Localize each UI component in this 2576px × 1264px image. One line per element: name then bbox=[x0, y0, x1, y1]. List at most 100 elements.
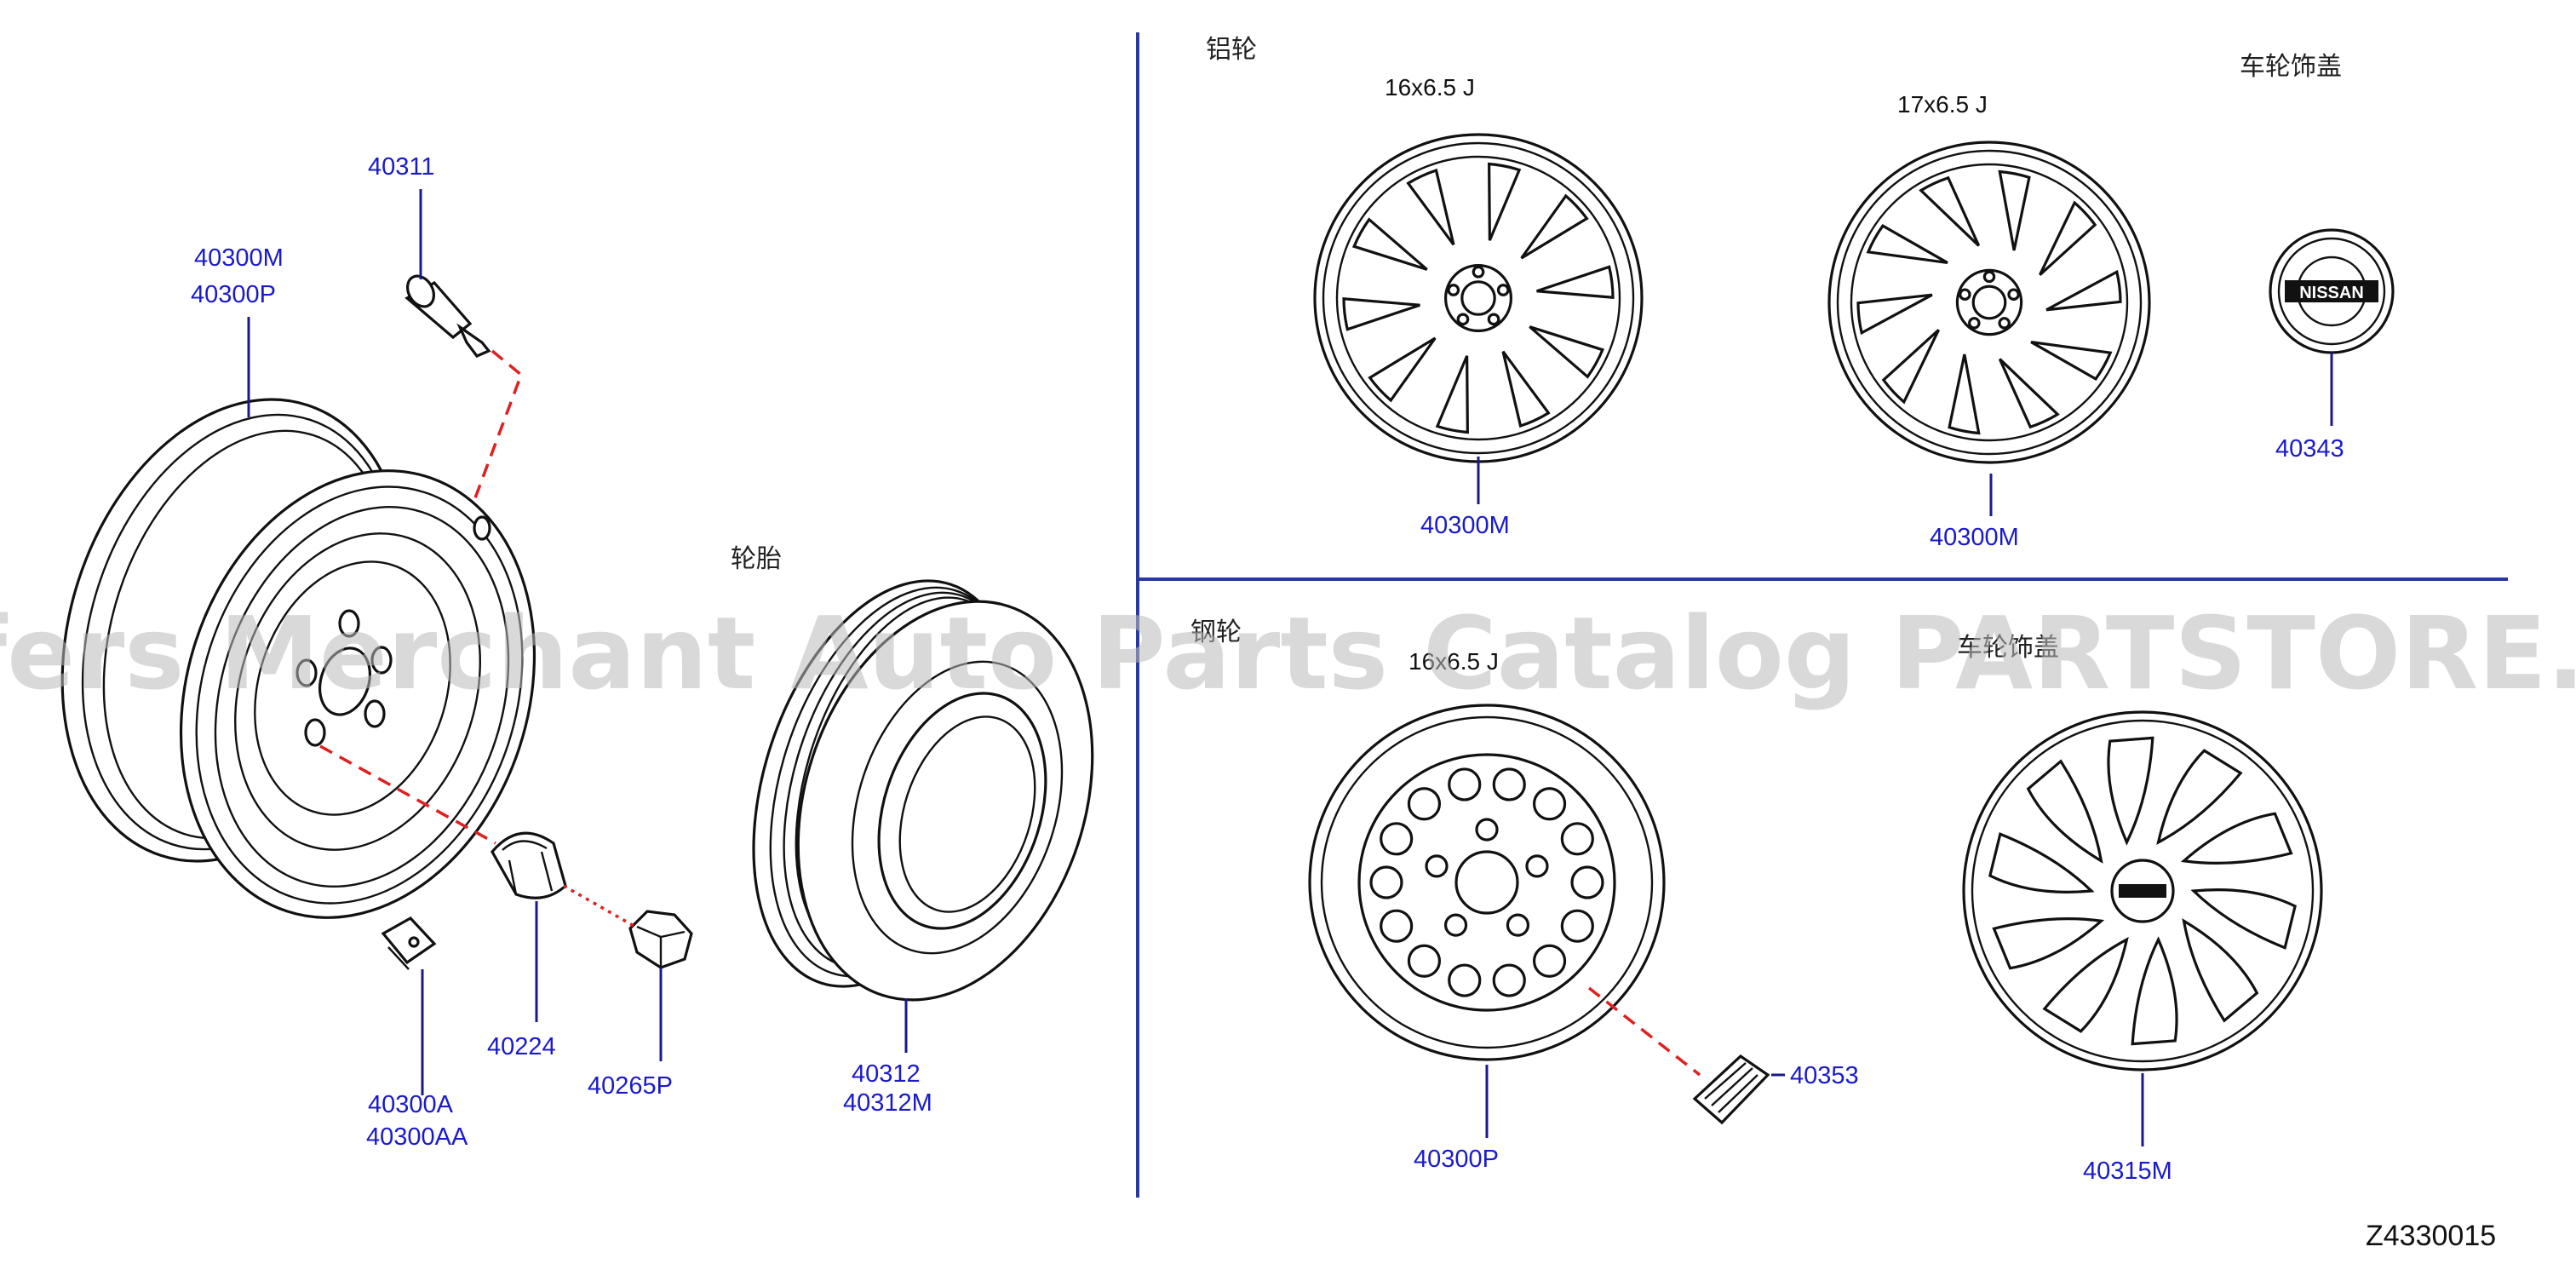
steel-wheel-weight-illustration[interactable] bbox=[1692, 1054, 1770, 1125]
wheel-cover-vane bbox=[2042, 937, 2129, 1033]
part-label-steel-wheel[interactable]: 40300P bbox=[1414, 1146, 1499, 1173]
wheel-spoke-window bbox=[1488, 162, 1522, 241]
valve-stem-illustration[interactable] bbox=[402, 272, 491, 358]
lug-nut-icon bbox=[1447, 284, 1460, 296]
part-label-tire[interactable]: 40312 bbox=[852, 1060, 921, 1088]
lug-nut-icon bbox=[1982, 270, 1996, 284]
section-label-steel-wheel-cover: 车轮饰盖 bbox=[1957, 633, 2059, 663]
part-label-valve[interactable]: 40311 bbox=[368, 153, 435, 181]
lug-nut-icon bbox=[1968, 317, 1981, 330]
wheel-spoke-window bbox=[2045, 269, 2122, 312]
wheel-spoke-window bbox=[1881, 329, 1940, 405]
part-label-center-cap[interactable]: 40343 bbox=[2275, 435, 2344, 463]
section-label-tire: 轮胎 bbox=[731, 544, 782, 574]
lug-nut-icon bbox=[1496, 284, 1510, 296]
wheel-cover-vane bbox=[2107, 736, 2154, 846]
part-label-weight-aa[interactable]: 40300AA bbox=[366, 1123, 468, 1151]
wheel-spoke-window bbox=[1948, 353, 1981, 435]
alloy-wheel-16-illustration[interactable] bbox=[1313, 133, 1644, 463]
lug-nut-icon bbox=[1959, 288, 1971, 301]
wheel-spoke-window bbox=[1856, 293, 1933, 336]
steel-wheel-vent-hole bbox=[1492, 963, 1526, 997]
section-label-alloy-wheel-cap: 车轮饰盖 bbox=[2240, 52, 2342, 82]
lug-nut-icon bbox=[1998, 317, 2011, 330]
wheel-spoke-window bbox=[1536, 265, 1615, 300]
size-label-alloy-16: 16x6.5 J bbox=[1385, 74, 1475, 101]
lug-nut-icon bbox=[1472, 265, 1485, 279]
steel-wheel-vent-hole bbox=[1380, 909, 1414, 943]
wheel-spoke-window bbox=[1435, 355, 1469, 434]
steel-wheel-vent-hole bbox=[1369, 865, 1403, 899]
lug-nut-icon bbox=[1443, 913, 1468, 937]
wheel-spoke-window bbox=[1406, 168, 1455, 246]
part-label-wheel-cover[interactable]: 40315M bbox=[2083, 1158, 2172, 1185]
part-label-cap-nut[interactable]: 40265P bbox=[588, 1072, 673, 1100]
part-label-alloy-17[interactable]: 40300M bbox=[1930, 524, 2019, 551]
part-label-alloy-16[interactable]: 40300M bbox=[1420, 512, 1510, 539]
wheel-spoke-window bbox=[1866, 223, 1948, 265]
wheel-cover-vane bbox=[2026, 759, 2103, 864]
wheel-spoke-window bbox=[1342, 296, 1420, 331]
steel-wheel-vent-hole bbox=[1570, 865, 1604, 899]
wheel-cover-vane bbox=[2131, 936, 2178, 1046]
cap-nut-guide-line bbox=[563, 884, 636, 928]
lug-nut-icon bbox=[1487, 313, 1500, 326]
wheel-cover-vane bbox=[2182, 918, 2259, 1023]
part-label-wheel-m[interactable]: 40300M bbox=[194, 244, 284, 272]
rim-illustration[interactable] bbox=[5, 354, 590, 963]
wheel-spoke-window bbox=[1529, 325, 1605, 379]
steel-wheel-vent-hole bbox=[1532, 944, 1567, 978]
wheel-spoke-window bbox=[1368, 336, 1437, 403]
steel-wheel-vent-hole bbox=[1407, 787, 1442, 821]
wheel-cover-illustration[interactable] bbox=[1962, 710, 2323, 1072]
alloy-wheel-17-illustration[interactable] bbox=[1827, 141, 2151, 464]
wheel-cover-vane bbox=[2180, 812, 2293, 865]
wheel-cover-vane bbox=[1988, 832, 2095, 893]
center-cap-illustration[interactable]: NISSAN bbox=[2269, 228, 2395, 354]
center-cap-badge: NISSAN bbox=[2299, 284, 2364, 302]
section-label-alloy-wheel: 铝轮 bbox=[1206, 35, 1257, 65]
lug-nut-icon bbox=[1475, 818, 1499, 842]
valve-guide-line bbox=[472, 349, 524, 503]
wheel-spoke-window bbox=[1520, 193, 1589, 260]
size-label-alloy-17: 17x6.5 J bbox=[1897, 91, 1988, 118]
cap-nut-illustration[interactable] bbox=[628, 910, 693, 969]
figure-id: Z4330015 bbox=[2366, 1220, 2496, 1252]
nut-guide-line bbox=[319, 744, 496, 845]
lug-nut-icon bbox=[2007, 288, 2020, 301]
part-label-nut[interactable]: 40224 bbox=[487, 1033, 556, 1060]
wheel-weight-illustration[interactable] bbox=[381, 916, 437, 970]
part-label-steel-weight[interactable]: 40353 bbox=[1790, 1062, 1859, 1089]
steel-wheel-vent-hole bbox=[1560, 822, 1594, 856]
section-label-steel-wheel: 钢轮 bbox=[1190, 618, 1242, 647]
wheel-cover-vane bbox=[2156, 749, 2243, 845]
wheel-cover-vane bbox=[1992, 917, 2105, 970]
wheel-spoke-window bbox=[1919, 175, 1981, 247]
wheel-spoke-window bbox=[1998, 358, 2060, 429]
wheel-nut-illustration[interactable] bbox=[491, 831, 567, 899]
steel-wheel-vent-hole bbox=[1560, 909, 1594, 943]
steel-weight-guide-line bbox=[1587, 986, 1701, 1077]
wheel-spoke-window bbox=[1998, 169, 2031, 251]
wheel-spoke-window bbox=[2039, 200, 2097, 276]
part-label-weight-a[interactable]: 40300A bbox=[368, 1091, 454, 1118]
lug-nut-icon bbox=[1456, 313, 1470, 326]
steel-wheel-vent-hole bbox=[1380, 822, 1414, 856]
size-label-steel-16: 16x6.5 J bbox=[1408, 648, 1499, 675]
wheel-cover-vane bbox=[2190, 888, 2297, 950]
watermark: Offers Merchant Auto Parts Catalog PARTS… bbox=[0, 595, 2576, 712]
part-label-wheel-p[interactable]: 40300P bbox=[191, 281, 276, 308]
wheel-spoke-window bbox=[1501, 350, 1551, 428]
steel-wheel-vent-hole bbox=[1448, 963, 1482, 997]
wheel-spoke-window bbox=[2030, 340, 2113, 382]
lug-nut-icon bbox=[1425, 854, 1449, 878]
steel-wheel-vent-hole bbox=[1448, 767, 1482, 801]
steel-wheel-illustration[interactable] bbox=[1308, 704, 1666, 1061]
steel-wheel-vent-hole bbox=[1532, 787, 1567, 821]
part-label-tire-m[interactable]: 40312M bbox=[843, 1089, 932, 1117]
lug-nut-icon bbox=[1525, 854, 1549, 878]
tire-illustration[interactable] bbox=[706, 547, 1141, 1038]
steel-wheel-vent-hole bbox=[1407, 944, 1442, 978]
steel-wheel-vent-hole bbox=[1492, 767, 1526, 801]
